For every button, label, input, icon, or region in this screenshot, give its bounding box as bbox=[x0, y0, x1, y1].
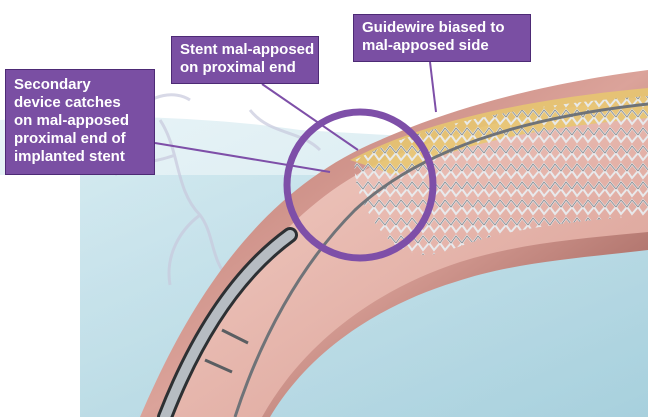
callout-stent-line-2: on proximal end bbox=[180, 59, 310, 77]
callout-guidewire-line-2: mal-apposed side bbox=[362, 37, 522, 55]
callout-guidewire: Guidewire biased to mal-apposed side bbox=[353, 14, 531, 62]
callout-device-line-4: proximal end of bbox=[14, 130, 146, 148]
callout-device-line-5: implanted stent bbox=[14, 148, 146, 166]
callout-device-line-3: on mal-apposed bbox=[14, 112, 146, 130]
callout-device-line-1: Secondary bbox=[14, 76, 146, 94]
callout-stent-line-1: Stent mal-apposed bbox=[180, 41, 310, 59]
callout-device-line-2: device catches bbox=[14, 94, 146, 112]
callout-device: Secondary device catches on mal-apposed … bbox=[5, 69, 155, 175]
callout-stent: Stent mal-apposed on proximal end bbox=[171, 36, 319, 84]
callout-guidewire-line-1: Guidewire biased to bbox=[362, 19, 522, 37]
